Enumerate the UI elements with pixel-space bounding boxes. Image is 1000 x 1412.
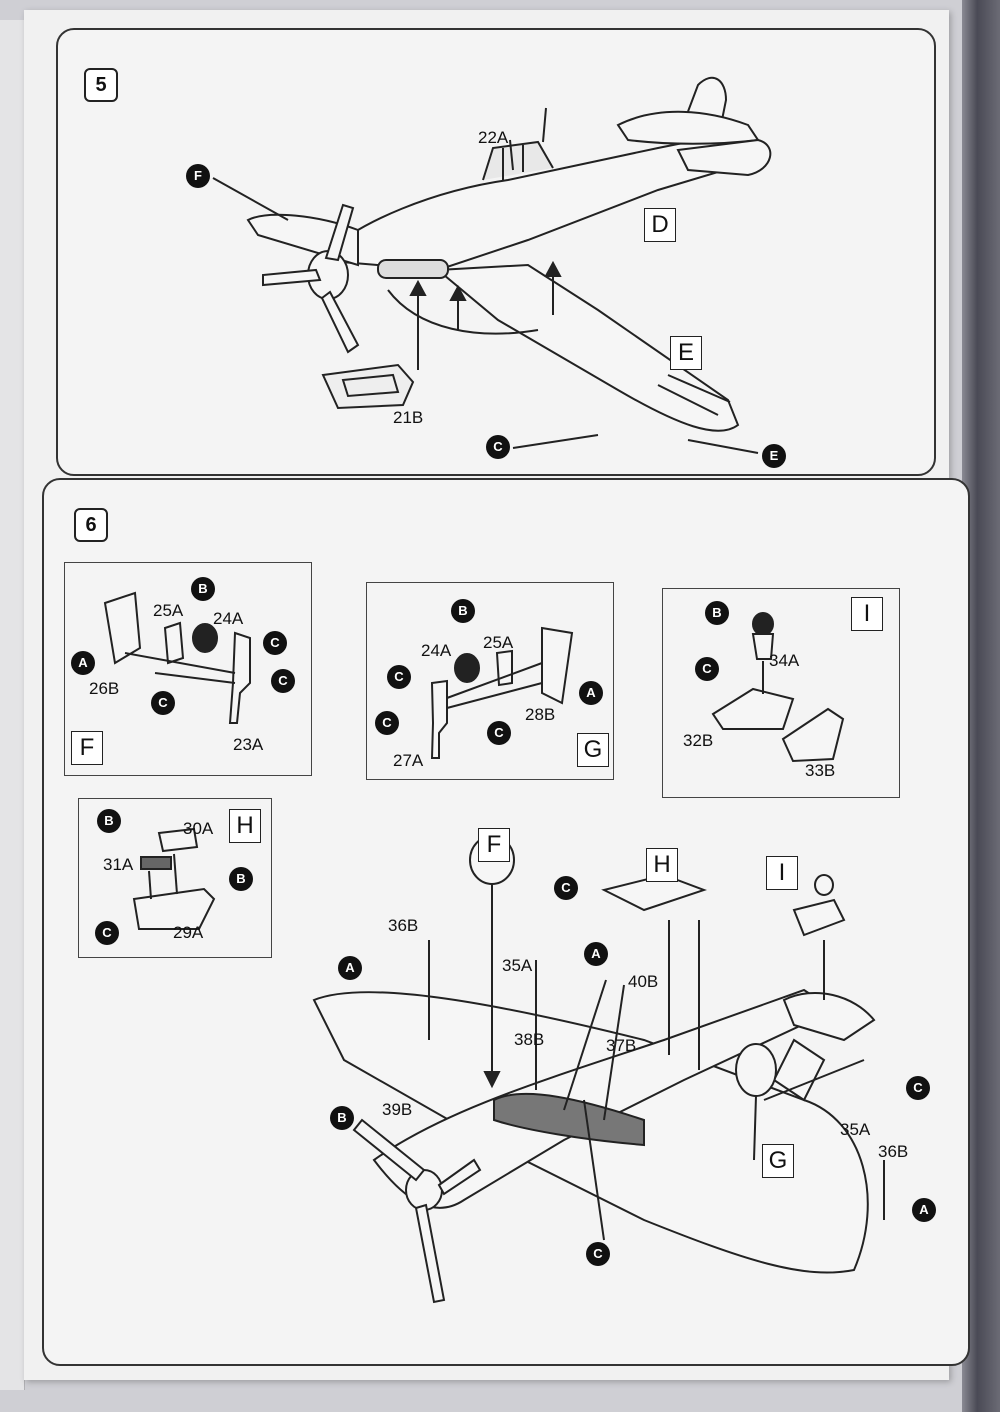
- paint-marker: C: [486, 435, 510, 459]
- subassembly-label-e: E: [670, 336, 702, 370]
- part-label: 29A: [173, 923, 204, 942]
- part-label: 23A: [233, 735, 264, 754]
- paint-marker: F: [186, 164, 210, 188]
- part-label: 39B: [382, 1100, 413, 1119]
- left-page-edge: [0, 20, 25, 1390]
- instruction-sheet: 5 D E 22A 21B F C E 6 F 25A 24: [24, 10, 970, 1380]
- subassembly-label-g: G: [762, 1144, 794, 1178]
- paint-marker: C: [487, 721, 511, 745]
- subassembly-label-h: H: [646, 848, 678, 882]
- step-6-panel: 6 F 25A 24A 26B 23A B A C C C: [42, 478, 970, 1366]
- landing-gear-drawing: [103, 591, 251, 724]
- pilot-seat-drawing: [711, 612, 845, 763]
- part-label: 24A: [421, 641, 452, 660]
- part-label: 40B: [628, 972, 659, 991]
- inset-label: H: [229, 809, 261, 843]
- part-label: 25A: [483, 633, 514, 652]
- subassembly-label-f: F: [478, 828, 510, 862]
- paint-marker: C: [263, 631, 287, 655]
- step-5-aircraft-drawing: [212, 76, 772, 454]
- part-label: 31A: [103, 855, 134, 874]
- paint-marker: B: [451, 599, 475, 623]
- step-number: 6: [74, 508, 108, 542]
- paint-marker: B: [97, 809, 121, 833]
- paint-marker: B: [705, 601, 729, 625]
- part-label: 36B: [878, 1142, 909, 1161]
- part-label: 37B: [606, 1036, 637, 1055]
- paint-marker: B: [330, 1106, 354, 1130]
- part-label: 38B: [514, 1030, 545, 1049]
- paint-marker: C: [554, 876, 578, 900]
- paint-marker: C: [151, 691, 175, 715]
- inset-h: H 30A 31A 29A B B C: [78, 798, 272, 958]
- paint-marker: B: [229, 867, 253, 891]
- radiator-drawing: [132, 827, 216, 930]
- inset-f: F 25A 24A 26B 23A B A C C C: [64, 562, 312, 776]
- part-label: 22A: [478, 128, 509, 147]
- part-label: 26B: [89, 679, 120, 698]
- inset-label: G: [577, 733, 609, 767]
- paint-marker: A: [338, 956, 362, 980]
- paint-marker: C: [271, 669, 295, 693]
- inset-g: G 24A 25A 28B 27A B C A C C: [366, 582, 614, 780]
- part-label: 32B: [683, 731, 714, 750]
- part-label: 27A: [393, 751, 424, 770]
- part-label: 35A: [840, 1120, 871, 1139]
- paint-marker: C: [586, 1242, 610, 1266]
- inset-label: F: [71, 731, 103, 765]
- subassembly-label-i: I: [766, 856, 798, 890]
- step-number: 5: [84, 68, 118, 102]
- paint-marker: C: [95, 921, 119, 945]
- paint-marker: C: [375, 711, 399, 735]
- inset-i: I 34A 32B 33B B C: [662, 588, 900, 798]
- part-label: 25A: [153, 601, 184, 620]
- paint-marker: C: [695, 657, 719, 681]
- paint-marker: E: [762, 444, 786, 468]
- part-label: 21B: [393, 408, 424, 427]
- part-label: 36B: [388, 916, 419, 935]
- part-label: 28B: [525, 705, 556, 724]
- paint-marker: C: [387, 665, 411, 689]
- inset-label: I: [851, 597, 883, 631]
- paint-marker: A: [579, 681, 603, 705]
- subassembly-label-d: D: [644, 208, 676, 242]
- step-6-aircraft-underside-drawing: [312, 835, 885, 1304]
- landing-gear-drawing: [430, 626, 574, 759]
- paint-marker: B: [191, 577, 215, 601]
- paint-marker: A: [71, 651, 95, 675]
- paint-marker: A: [912, 1198, 936, 1222]
- part-label: 24A: [213, 609, 244, 628]
- part-label: 35A: [502, 956, 533, 975]
- part-label: 34A: [769, 651, 800, 670]
- part-label: 30A: [183, 819, 214, 838]
- paint-marker: A: [584, 942, 608, 966]
- step-5-panel: 5 D E 22A 21B F C E: [56, 28, 936, 476]
- paint-marker: C: [906, 1076, 930, 1100]
- part-label: 33B: [805, 761, 836, 780]
